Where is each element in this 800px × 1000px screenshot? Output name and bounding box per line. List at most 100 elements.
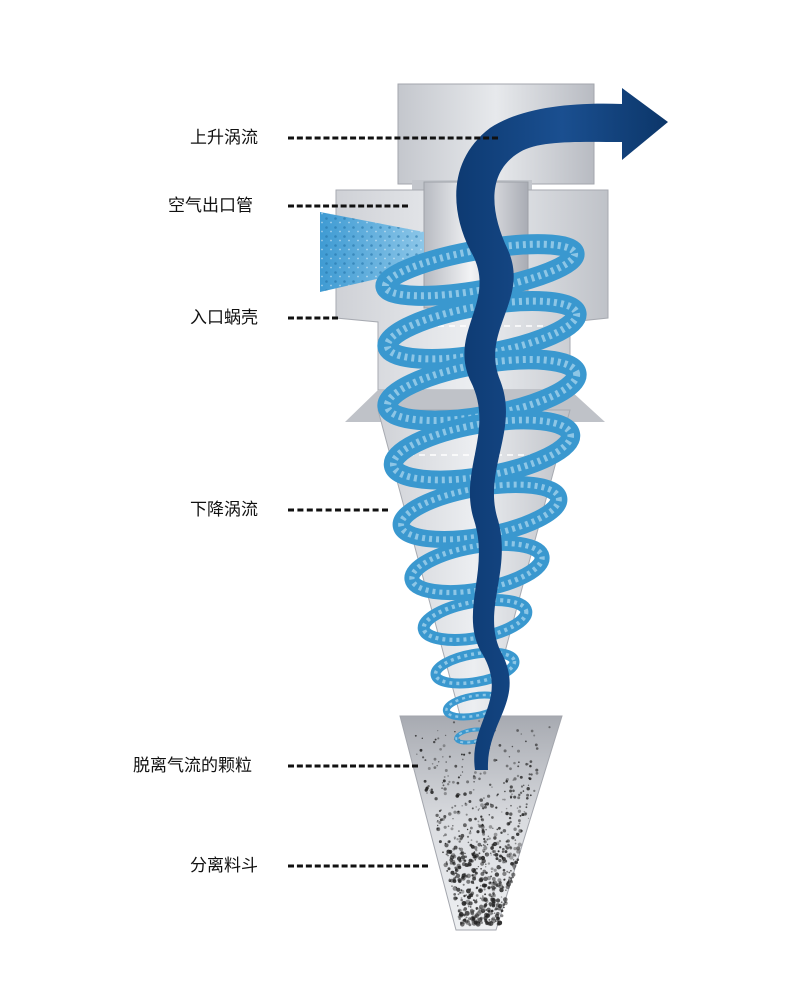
particle (470, 911, 475, 916)
particle (490, 875, 493, 878)
particle (454, 764, 458, 768)
particle (503, 782, 505, 784)
particle (501, 850, 505, 853)
particle (535, 771, 539, 775)
particle (492, 827, 494, 830)
particle (507, 833, 509, 836)
particle (416, 753, 418, 755)
particle (513, 827, 517, 831)
particle (483, 837, 486, 841)
particle (530, 729, 534, 733)
particle (490, 804, 494, 808)
particle (504, 850, 508, 854)
particle (494, 853, 499, 857)
particle (509, 820, 512, 824)
particle (500, 901, 503, 904)
particle (488, 825, 493, 829)
particle (442, 756, 444, 758)
particle (517, 765, 520, 768)
particle (512, 859, 515, 861)
particle (460, 898, 463, 902)
particle (437, 737, 440, 740)
particle (495, 806, 498, 809)
particle (456, 794, 460, 798)
particle (457, 878, 462, 883)
particle (460, 851, 465, 856)
particle (464, 910, 466, 912)
particle (491, 816, 494, 819)
particle (493, 868, 497, 872)
particle (461, 804, 463, 807)
particle (491, 786, 493, 788)
particle (525, 806, 528, 809)
particle (434, 738, 437, 741)
particle (483, 805, 487, 809)
particle (495, 841, 500, 846)
particle (491, 871, 493, 873)
particle (442, 779, 446, 783)
particle (517, 749, 520, 753)
particle (465, 916, 468, 919)
particle (448, 780, 451, 784)
particle (485, 802, 490, 806)
particle (460, 889, 463, 891)
particle (484, 845, 486, 847)
particle (464, 918, 466, 920)
particle (465, 894, 468, 896)
particle (474, 900, 478, 904)
particle (497, 917, 500, 920)
particle (475, 806, 477, 808)
particle (529, 794, 532, 797)
particle (443, 862, 448, 868)
particle (508, 756, 511, 758)
particle (493, 836, 497, 840)
particle (461, 862, 467, 867)
particle (451, 806, 454, 809)
particle (443, 787, 447, 791)
particle (482, 807, 485, 810)
particle (516, 846, 521, 851)
particle (481, 895, 484, 897)
particle (502, 903, 506, 907)
particle (513, 777, 517, 781)
particle (468, 901, 473, 906)
particle (414, 734, 417, 737)
particle (534, 743, 538, 747)
particle (464, 802, 467, 805)
particle (452, 886, 458, 891)
particle (473, 920, 475, 923)
particle (471, 807, 474, 810)
particle (527, 784, 530, 786)
particle (460, 889, 465, 894)
particle (533, 734, 536, 737)
particle (473, 781, 475, 783)
particle (478, 777, 481, 781)
particle (437, 729, 439, 732)
particle (459, 774, 462, 777)
particle (461, 900, 467, 906)
particle (438, 761, 440, 763)
particle (495, 857, 499, 861)
particle (530, 773, 533, 776)
particle (475, 886, 479, 889)
particle (447, 867, 451, 871)
particle (509, 876, 513, 880)
particle (522, 790, 525, 792)
particle (479, 798, 483, 802)
particle (526, 787, 530, 791)
particle (470, 845, 475, 849)
particle (460, 833, 465, 838)
particle (437, 824, 439, 827)
particle (518, 805, 522, 809)
particle (488, 902, 493, 906)
particle (480, 803, 484, 807)
particle (496, 911, 500, 916)
particle (480, 867, 482, 870)
particle (441, 817, 445, 821)
particle (495, 903, 500, 908)
particle (447, 775, 449, 777)
particle (498, 881, 502, 885)
particle (475, 920, 480, 926)
particle (464, 803, 468, 806)
